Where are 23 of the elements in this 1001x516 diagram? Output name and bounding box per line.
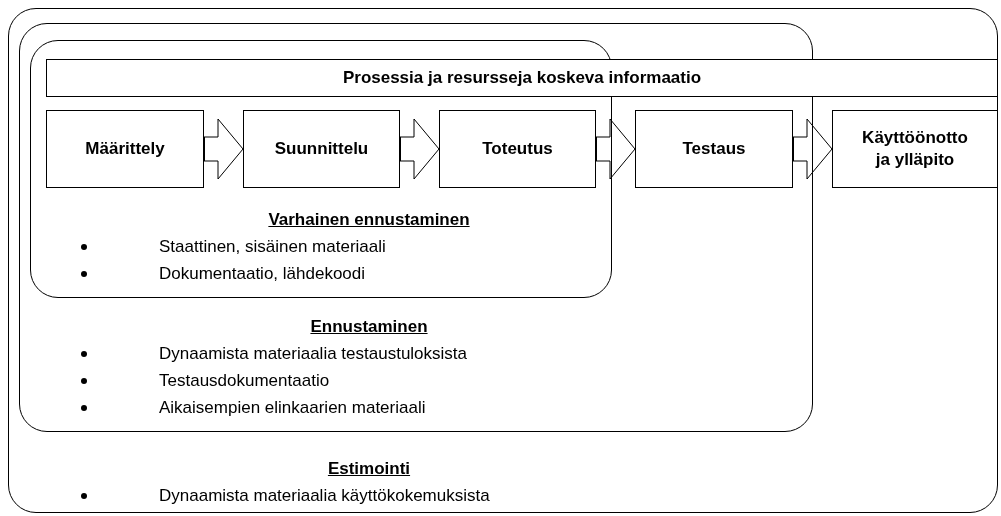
list-item: Dynaamista materiaalia testaustuloksista [159,342,468,365]
panel-heading: Ennustaminen [310,316,428,338]
box-label: Toteutus [482,138,553,160]
rounded-panel [8,8,998,513]
process-box [635,110,793,188]
list-item: Aikaisempien elinkaarien materiaali [159,396,426,419]
box-label: Määrittely [85,138,165,160]
bar-label: Prosessia ja resursseja koskeva informaatio [342,67,702,90]
list-item: Dynaamista materiaalia käyttökokemuksista [159,484,490,507]
info-bar [46,59,998,97]
list-item: Testausdokumentaatio [159,369,330,392]
list-item: Dokumentaatio, lähdekoodi [159,262,366,285]
panel-heading: Varhainen ennustaminen [268,209,470,231]
rounded-panel [19,23,813,432]
box-label: Suunnittelu [274,138,369,160]
process-box [46,110,204,188]
list-item: Staattinen, sisäinen materiaali [159,235,386,258]
box-label: Testaus [682,138,746,160]
process-box [832,110,998,188]
box-label: Käyttöönotto ja ylläpito [861,127,969,171]
process-box [439,110,596,188]
process-box [243,110,400,188]
panel-heading: Estimointi [327,458,411,480]
